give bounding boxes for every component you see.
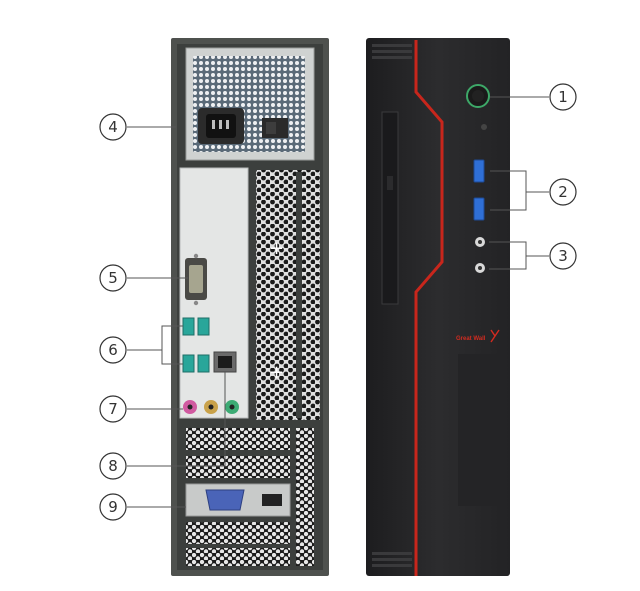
brand-logo: Great Wall [456,329,500,343]
power-led [481,124,487,130]
callout-6: 6 [99,325,183,365]
callout-circle [549,83,577,111]
ethernet-port-icon [213,351,237,373]
rear-screw-mark-top: + [269,238,284,259]
usb-port-icon [473,197,485,221]
io-shield [179,167,249,419]
callout-1: 1 [490,83,577,111]
optical-drive-icon [381,111,399,305]
callout-4: 4 [99,113,176,141]
brand-logo-text: Great Wall [456,336,486,342]
front-bottom-vent [372,552,412,567]
audio-jack-icon [183,400,197,414]
expansion-slot-bracket [186,522,290,544]
expansion-slot-bracket [186,548,290,566]
expansion-slot-bracket [186,428,290,450]
graphics-card-bracket [185,483,291,517]
audio-jack-group [183,400,239,414]
vga-port-icon [205,489,245,511]
callout-circle [99,264,127,292]
callout-number: 2 [558,183,568,201]
front-red-accent-line [414,40,444,576]
rear-screw-mark-bottom: + [269,362,284,383]
callout-circle [99,336,127,364]
callout-circle [99,493,127,521]
callout-number: 9 [108,498,118,516]
callout-circle [549,242,577,270]
usb-port-icon [182,317,195,336]
power-supply-unit [185,47,315,161]
callout-circle [99,452,127,480]
expansion-slots [185,428,314,566]
front-audio-jacks [475,237,485,273]
callout-9: 9 [99,493,186,521]
audio-jack-icon [225,400,239,414]
brand-logo-mark [490,329,500,343]
front-usb-ports [473,159,485,221]
callout-number: 8 [108,457,118,475]
callout-number: 4 [108,118,118,136]
psu-switch [262,118,288,138]
ac-power-inlet-icon [198,108,244,144]
callout-8: 8 [99,372,226,480]
rear-vent-upper [256,170,320,420]
callout-number: 5 [108,269,118,287]
callout-5: 5 [99,264,188,292]
video-port [262,494,282,506]
callout-number: 6 [108,341,118,359]
audio-jack-icon [475,237,485,247]
usb-port-icon [197,317,210,336]
rear-side-vent [296,428,314,566]
front-lower-panel [458,354,500,506]
usb-port-icon [473,159,485,183]
callout-circle [549,178,577,206]
power-button-icon [466,84,490,108]
callout-number: 7 [108,400,118,418]
callout-circle [99,113,127,141]
rear-chassis: + + [171,38,329,576]
audio-jack-icon [475,263,485,273]
callout-number: 1 [558,88,568,106]
expansion-slot-bracket [186,456,290,478]
callout-3: 3 [489,241,577,270]
callout-number: 3 [558,247,568,265]
front-chassis: Great Wall [366,38,510,576]
callout-circle [99,395,127,423]
callout-2: 2 [490,170,577,211]
callout-7: 7 [99,395,183,423]
rear-vent-divider [296,172,302,418]
serial-port-icon [185,253,207,306]
front-top-vent [372,44,412,59]
usb-port-icon [197,354,210,373]
audio-jack-icon [204,400,218,414]
usb-port-icon [182,354,195,373]
